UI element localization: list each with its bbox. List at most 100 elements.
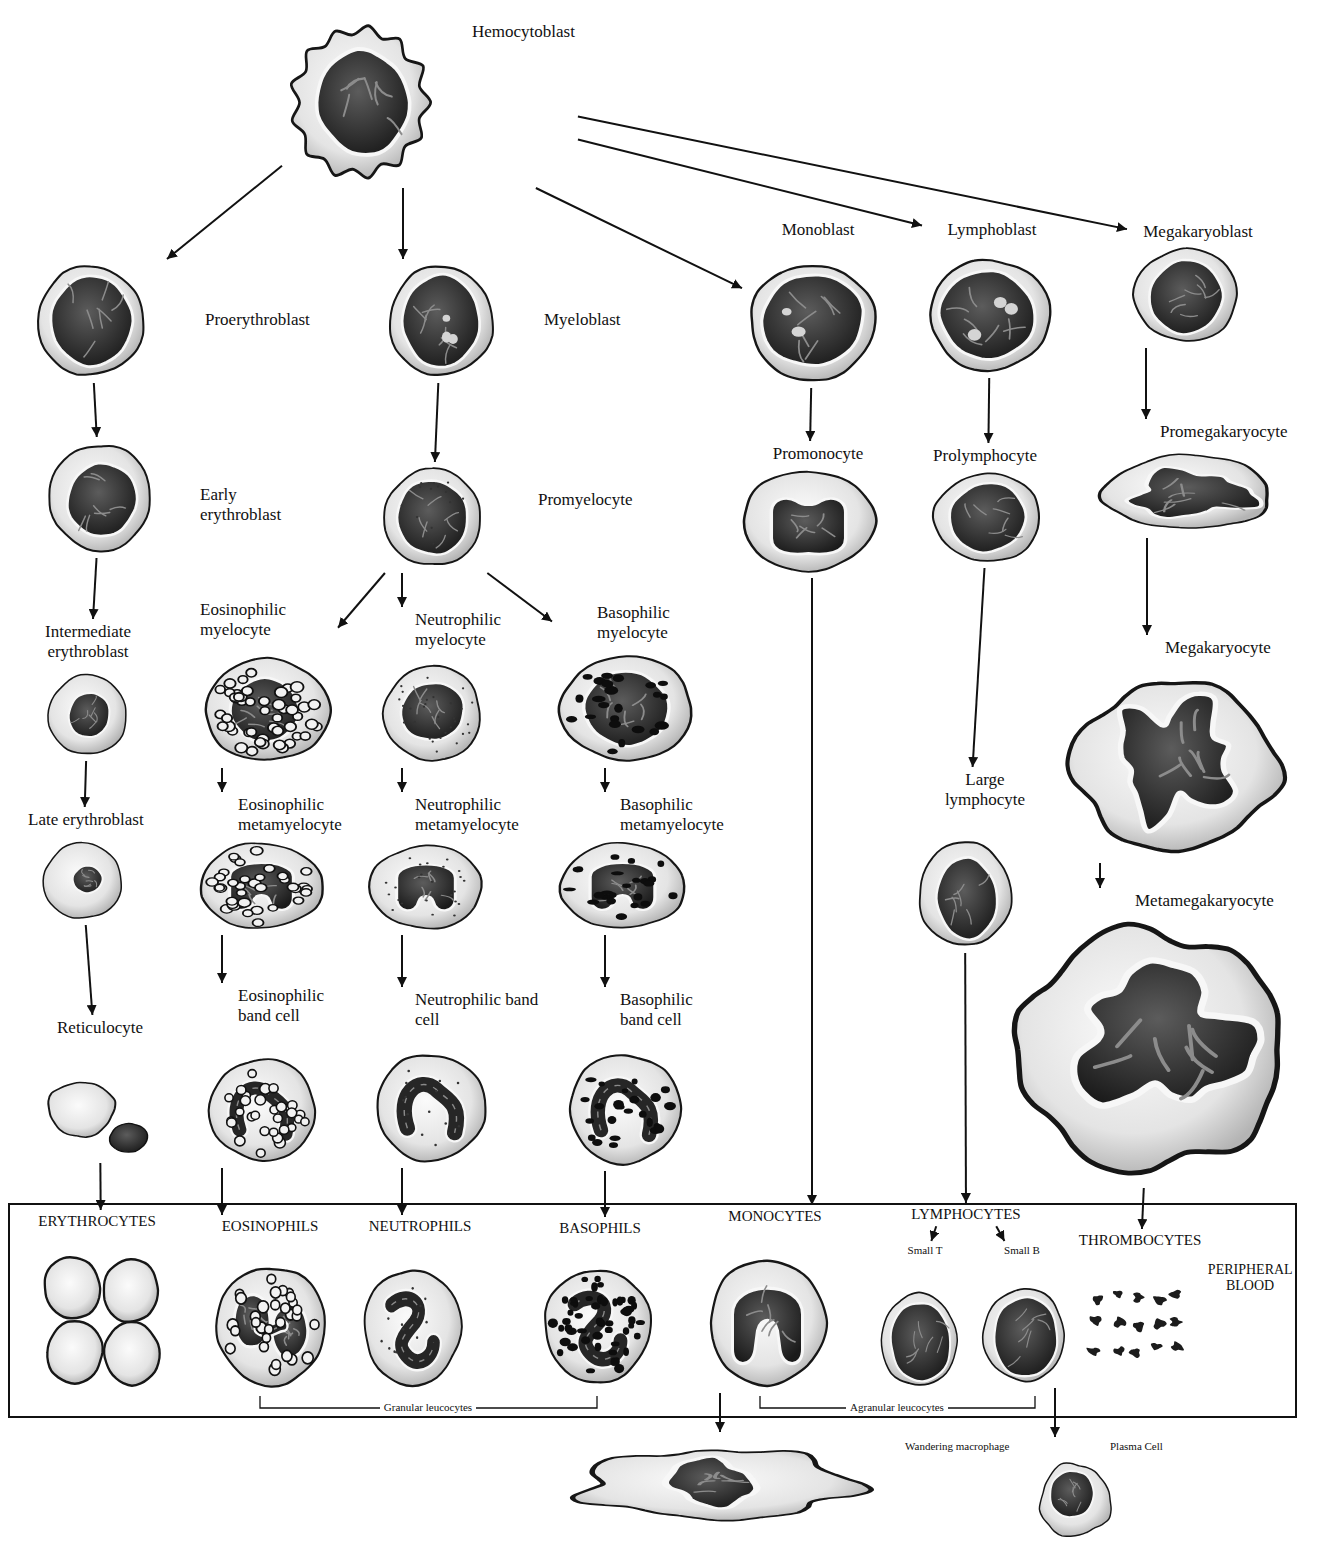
cell-label: Promyelocyte: [538, 490, 632, 510]
drawing-part: [230, 863, 294, 910]
cell-label: Reticulocyte: [57, 1018, 143, 1038]
drawing-part: [380, 1340, 382, 1343]
drawing-part: [416, 516, 418, 518]
drawing-part: [1151, 1343, 1163, 1350]
drawing-part: [1153, 1296, 1167, 1305]
cell-node: Proerythroblast: [30, 259, 313, 383]
cell-node: Basophilic myelocyte: [552, 600, 701, 768]
drawing-part: [265, 1325, 273, 1334]
drawing-part: [950, 483, 1026, 552]
cell-illustration: [365, 842, 487, 932]
drawing-part: [390, 267, 493, 375]
drawing-part: [226, 897, 237, 905]
arrow: [221, 1168, 223, 1215]
cell-illustration: [45, 672, 130, 758]
drawing-part: [439, 737, 441, 739]
cell-node: Intermediate erythroblast: [42, 619, 134, 761]
drawing-part: [548, 1318, 558, 1328]
drawing-part: [632, 726, 645, 734]
drawing-part: [591, 1302, 600, 1309]
drawing-part: [259, 697, 270, 706]
drawing-part: [607, 1116, 616, 1124]
drawing-part: [974, 505, 986, 515]
drawing-part: [891, 1303, 950, 1381]
drawing-part: [641, 704, 644, 719]
drawing-part: [1093, 1295, 1103, 1305]
drawing-part: [401, 902, 404, 904]
drawing-part: [1039, 1463, 1111, 1536]
arrow: [536, 188, 742, 288]
drawing-part: [435, 1090, 438, 1093]
drawing-part: [91, 708, 95, 716]
drawing-part: [201, 843, 323, 928]
drawing-part: [383, 666, 480, 761]
drawing-part: [566, 716, 577, 722]
drawing-part: [559, 656, 691, 761]
drawing-part: [249, 724, 264, 727]
cell-node: Prolymphocyte: [927, 443, 1048, 568]
drawing-part: [610, 1135, 621, 1141]
drawing-part: [95, 881, 97, 887]
drawing-part: [1163, 478, 1177, 488]
drawing-part: [609, 1142, 618, 1148]
drawing-part: [83, 711, 88, 719]
arrow: [810, 388, 811, 441]
cell-illustration: [38, 1250, 165, 1390]
drawing-part: [657, 861, 664, 867]
drawing-part: [661, 1086, 670, 1093]
drawing-part: [1073, 1487, 1075, 1497]
cell-node: Eosinophilic band cell: [202, 983, 341, 1168]
cell-node: BASOPHILS: [537, 1217, 658, 1390]
drawing-part: [408, 897, 411, 899]
cell-illustration: [285, 20, 435, 185]
cell-label: Prolymphocyte: [933, 446, 1037, 466]
arrow: [99, 1163, 101, 1210]
drawing-part: [799, 341, 804, 362]
arrow: [964, 953, 967, 1203]
cell-illustration: [540, 1265, 655, 1387]
drawing-part: [461, 708, 463, 710]
drawing-part: [462, 498, 464, 500]
drawing-part: [1197, 285, 1205, 298]
drawing-part: [431, 914, 434, 916]
drawing-part: [206, 658, 331, 760]
drawing-part: [317, 49, 410, 155]
drawing-part: [607, 749, 618, 755]
drawing-part: [762, 1286, 767, 1302]
drawing-part: [459, 876, 462, 878]
drawing-part: [259, 1342, 268, 1352]
drawing-part: [409, 707, 411, 709]
drawing-part: [410, 491, 423, 499]
drawing-part: [632, 1079, 638, 1085]
group-label: Agranular leucocytes: [846, 1401, 948, 1414]
drawing-part: [276, 1318, 285, 1328]
drawing-part: [575, 1298, 621, 1359]
arrow: [401, 1168, 403, 1215]
drawing-part: [432, 542, 434, 544]
cell-node: Basophilic band cell: [562, 987, 713, 1171]
cell-node: Hemocytoblast: [282, 17, 578, 188]
drawing-part: [1180, 758, 1191, 776]
drawing-part: [251, 1111, 260, 1119]
drawing-part: [83, 876, 89, 878]
drawing-part: [1223, 503, 1245, 510]
drawing-part: [287, 883, 298, 891]
drawing-part: [450, 726, 452, 728]
drawing-part: [84, 477, 99, 480]
drawing-part: [426, 677, 428, 679]
drawing-part: [711, 1261, 827, 1386]
drawing-part: [402, 1099, 405, 1102]
drawing-part: [388, 118, 402, 134]
drawing-part: [598, 702, 609, 708]
cell-label: Late erythroblast: [28, 810, 144, 830]
drawing-part: [453, 914, 456, 916]
cell-label: LYMPHOCYTES: [911, 1206, 1020, 1223]
drawing-part: [281, 1303, 290, 1313]
drawing-part: [622, 1088, 628, 1093]
cell-node: Metamegakaryocyte: [997, 888, 1303, 1188]
drawing-part: [1185, 290, 1201, 294]
drawing-part: [231, 1326, 240, 1336]
drawing-part: [800, 526, 815, 532]
cell-illustration: [40, 840, 125, 922]
drawing-part: [933, 473, 1039, 561]
